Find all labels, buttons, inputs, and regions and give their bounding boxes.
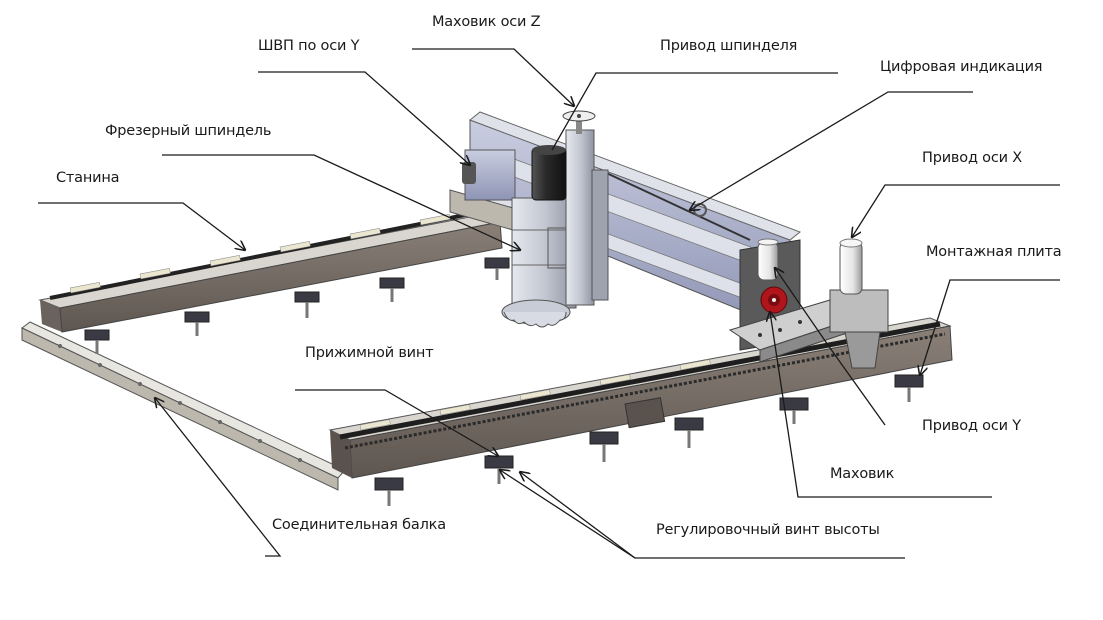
x-drive-motor	[829, 238, 889, 369]
rear-rail	[38, 210, 510, 354]
leader-connecting-beam	[155, 398, 282, 557]
label-clamp-screw: Прижимной винт	[305, 345, 434, 361]
leader-x-drive	[852, 184, 1060, 237]
connecting-beam	[21, 321, 346, 491]
leader-spindle-drive	[551, 72, 838, 151]
label-handwheel: Маховик	[830, 466, 895, 482]
z-handwheel	[562, 110, 596, 134]
label-bed: Станина	[56, 170, 120, 186]
label-mounting-plate: Монтажная плита	[926, 244, 1062, 260]
label-height-adjust-screw: Регулировочный винт высоты	[656, 522, 880, 538]
label-z-handwheel: Маховик оси Z	[432, 14, 541, 30]
label-y-ballscrew: ШВП по оси Y	[258, 38, 360, 54]
red-handwheel	[760, 286, 788, 314]
leader-lines	[38, 48, 1060, 559]
leader-height-adjust-a	[500, 470, 905, 559]
spindle-motor	[531, 145, 567, 201]
leader-height-adjust-b	[520, 472, 636, 559]
leader-mounting-plate	[920, 279, 1060, 375]
carriage	[449, 149, 521, 233]
leader-digital-readout	[690, 91, 973, 210]
label-spindle-drive: Привод шпинделя	[660, 38, 798, 54]
label-connecting-beam: Соединительная балка	[272, 517, 446, 533]
leader-bed	[38, 202, 245, 250]
label-y-drive: Привод оси Y	[922, 418, 1021, 434]
label-digital-readout: Цифровая индикация	[880, 59, 1043, 75]
leader-y-ballscrew	[258, 71, 470, 165]
label-x-drive: Привод оси X	[922, 150, 1022, 166]
leader-handwheel	[770, 312, 992, 498]
milling-spindle-assembly	[501, 129, 609, 328]
label-milling-spindle: Фрезерный шпиндель	[105, 123, 272, 139]
leader-y-drive	[775, 268, 886, 426]
leader-milling-spindle	[162, 154, 520, 250]
leader-clamp-screw	[295, 389, 498, 456]
leader-z-handwheel	[412, 48, 574, 106]
